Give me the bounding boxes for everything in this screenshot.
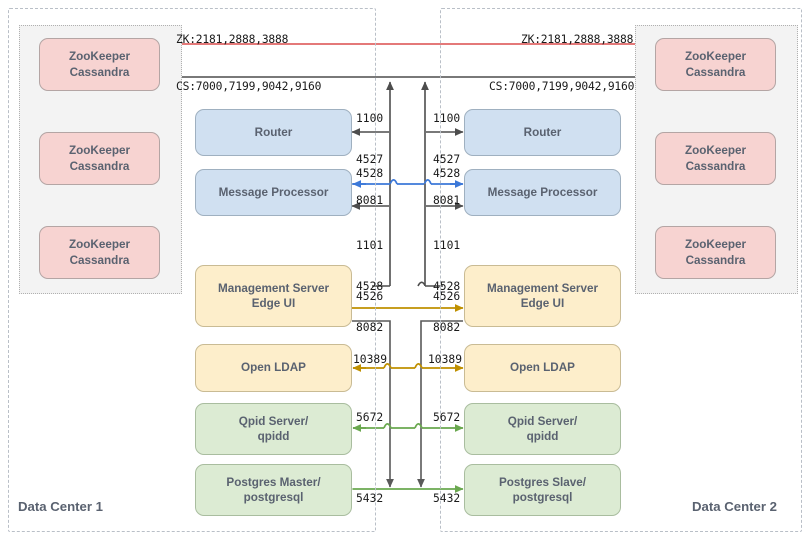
node-open-ldap-dc2[interactable]: Open LDAP <box>464 344 621 392</box>
port-label-mp-mid-left: 4528 <box>356 167 384 180</box>
mgmt-down-trunk-right <box>417 320 463 488</box>
node-qpid-server-dc2[interactable]: Qpid Server/ qpidd <box>464 403 621 455</box>
node-label-line2: qpidd <box>526 430 559 443</box>
node-label-line2: Cassandra <box>685 65 746 79</box>
port-label-postgres-right: 5432 <box>433 492 461 505</box>
node-label-line1: ZooKeeper <box>68 50 131 64</box>
node-label-line1: Postgres Master/ <box>226 475 321 489</box>
node-label-line1: Qpid Server/ <box>238 414 309 428</box>
port-num: 1101 <box>356 238 384 252</box>
node-label-line1: Management Server <box>217 281 330 295</box>
node-postgres-master-dc1[interactable]: Postgres Master/ postgresql <box>195 464 352 516</box>
node-management-server-edge-ui-dc1[interactable]: Management Server Edge UI <box>195 265 352 327</box>
port-label-mp-mid-right: 4528 <box>433 167 461 180</box>
node-open-ldap-dc1[interactable]: Open LDAP <box>195 344 352 392</box>
port-label-mgmt-right: 4526 <box>433 290 461 303</box>
trunk-hop <box>417 281 426 287</box>
data-center-2-frame <box>440 8 802 532</box>
port-num: 8081 <box>356 194 384 208</box>
data-center-1-label: Data Center 1 <box>18 499 104 514</box>
node-label-line2: Cassandra <box>685 253 746 267</box>
node-qpid-server-dc1[interactable]: Qpid Server/ qpidd <box>195 403 352 455</box>
port-num: 1100 <box>433 111 461 125</box>
node-label-line1: Message Processor <box>487 185 598 199</box>
node-message-processor-dc1[interactable]: Message Processor <box>195 169 352 216</box>
port-num: 8082 <box>433 321 461 335</box>
port-num: 4527 <box>356 152 384 166</box>
node-label-line1: Management Server <box>486 281 599 295</box>
port-num: 4527 <box>433 152 461 166</box>
node-label-line1: Message Processor <box>218 185 329 199</box>
port-label-cs-right: CS:7000,7199,9042,9160 <box>489 80 635 93</box>
node-label-line2: postgresql <box>243 491 304 504</box>
port-label-zk-left: ZK:2181,2888,3888 <box>176 33 289 46</box>
node-router-dc1[interactable]: Router <box>195 109 352 156</box>
node-label-line2: Cassandra <box>685 159 746 173</box>
port-label-ldap-left: 10389 <box>353 353 388 366</box>
port-label-router-right: 1100 4527 8081 <box>433 84 460 236</box>
ldap-10389-link <box>352 363 464 372</box>
node-label-line2: Edge UI <box>520 297 565 310</box>
node-zookeeper-cassandra-dc1-3[interactable]: ZooKeeper Cassandra <box>39 226 160 279</box>
port-num: 4528 <box>433 279 461 293</box>
port-num: 8082 <box>356 321 384 335</box>
port-label-qpid-left: 5672 <box>356 411 384 424</box>
port-label-postgres-left: 5432 <box>356 492 384 505</box>
node-label-line1: Qpid Server/ <box>507 414 578 428</box>
node-router-dc2[interactable]: Router <box>464 109 621 156</box>
node-zookeeper-cassandra-dc2-1[interactable]: ZooKeeper Cassandra <box>655 38 776 91</box>
node-label-line1: ZooKeeper <box>68 144 131 158</box>
node-management-server-edge-ui-dc2[interactable]: Management Server Edge UI <box>464 265 621 327</box>
node-label-line2: Cassandra <box>69 253 130 267</box>
port-label-cs-left: CS:7000,7199,9042,9160 <box>176 80 322 93</box>
node-label-line1: ZooKeeper <box>68 238 131 252</box>
node-message-processor-dc2[interactable]: Message Processor <box>464 169 621 216</box>
node-label-line1: Postgres Slave/ <box>498 475 587 489</box>
node-zookeeper-cassandra-dc1-1[interactable]: ZooKeeper Cassandra <box>39 38 160 91</box>
port-num: 4528 <box>356 279 384 293</box>
port-label-mp-left: 1101 4528 8082 <box>356 211 383 363</box>
port-num: 8081 <box>433 194 461 208</box>
port-num: 1100 <box>356 111 384 125</box>
mgmt-down-trunk-left <box>352 320 394 488</box>
node-label-line1: ZooKeeper <box>684 238 747 252</box>
node-zookeeper-cassandra-dc1-2[interactable]: ZooKeeper Cassandra <box>39 132 160 185</box>
port-label-router-left: 1100 4527 8081 <box>356 84 383 236</box>
node-label-line2: postgresql <box>512 491 573 504</box>
node-label-line2: qpidd <box>257 430 290 443</box>
port-label-mp-right: 1101 4528 8082 <box>433 211 460 363</box>
node-label-line1: ZooKeeper <box>684 144 747 158</box>
node-label-line1: Open LDAP <box>510 361 575 375</box>
node-label-line1: Router <box>523 125 562 139</box>
node-zookeeper-cassandra-dc2-3[interactable]: ZooKeeper Cassandra <box>655 226 776 279</box>
node-label-line2: Cassandra <box>69 65 130 79</box>
port-label-mgmt-left: 4526 <box>356 290 384 303</box>
port-label-ldap-right: 10389 <box>428 353 463 366</box>
port-label-qpid-right: 5672 <box>433 411 461 424</box>
node-postgres-slave-dc2[interactable]: Postgres Slave/ postgresql <box>464 464 621 516</box>
node-label-line1: Router <box>254 125 293 139</box>
port-label-zk-right: ZK:2181,2888,3888 <box>521 33 634 46</box>
node-label-line2: Cassandra <box>69 159 130 173</box>
node-zookeeper-cassandra-dc2-2[interactable]: ZooKeeper Cassandra <box>655 132 776 185</box>
data-center-2-label: Data Center 2 <box>692 499 778 514</box>
node-label-line1: ZooKeeper <box>684 50 747 64</box>
node-label-line1: Open LDAP <box>241 361 306 375</box>
qpid-5672-link <box>352 423 464 432</box>
node-label-line2: Edge UI <box>251 297 296 310</box>
port-num: 1101 <box>433 238 461 252</box>
data-center-1-frame <box>8 8 376 532</box>
